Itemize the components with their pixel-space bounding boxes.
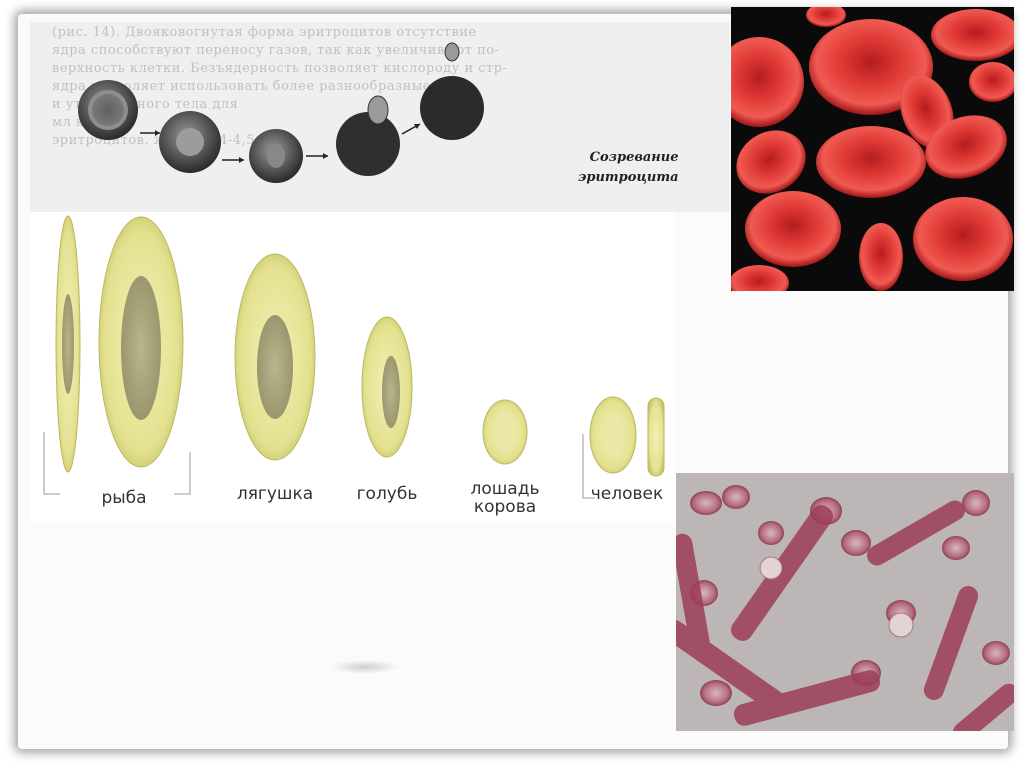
- label-cow: корова: [473, 497, 537, 517]
- scan-text-line: ядра способствуют переносу газов, так ка…: [52, 43, 500, 58]
- cell-stage-1: [78, 80, 138, 140]
- rbc-render: [731, 7, 1014, 291]
- label-pigeon: голубь: [356, 484, 418, 504]
- cell-stage-4: [336, 95, 400, 176]
- cell-stage-3: [249, 129, 303, 183]
- label-horse-cow: лошадь корова: [465, 480, 545, 516]
- human-cell-side: [647, 397, 665, 477]
- red-blood-cells-photo: [731, 7, 1014, 291]
- human-cell: [589, 396, 637, 474]
- label-fish: рыба: [101, 488, 147, 508]
- caption-line-2: эритроцита: [578, 170, 679, 185]
- fish-cell-side: [55, 215, 81, 473]
- erythrocyte-maturation-diagram: [78, 42, 484, 183]
- frog-cell: [234, 253, 316, 461]
- label-human: человек: [590, 484, 664, 504]
- scan-text-line: (рис. 14). Двояковогнутая форма эритроци…: [52, 25, 477, 40]
- pigeon-cell: [361, 316, 413, 458]
- label-horse: лошадь: [470, 479, 540, 499]
- label-frog: лягушка: [236, 484, 314, 504]
- blur-artifact: [330, 660, 400, 674]
- fish-cell: [98, 216, 184, 468]
- cell-stage-2: [159, 111, 221, 173]
- horse-cow-cell: [482, 399, 528, 465]
- smear-render: [676, 473, 1014, 731]
- species-erythrocytes-illustration: [43, 215, 665, 499]
- bracket-fish: [43, 432, 191, 495]
- scan-text-line: ядра позволяет использовать более разноо…: [52, 79, 431, 94]
- microscope-blood-smear-photo: [676, 473, 1014, 731]
- scan-text-line: верхность клетки. Безъядерность позволяе…: [52, 61, 508, 76]
- bracket-human: [582, 434, 595, 499]
- caption-line-1: Созревание: [589, 150, 679, 165]
- maturation-caption: Созревание эритроцита: [578, 148, 679, 188]
- cell-stage-5: [420, 42, 484, 140]
